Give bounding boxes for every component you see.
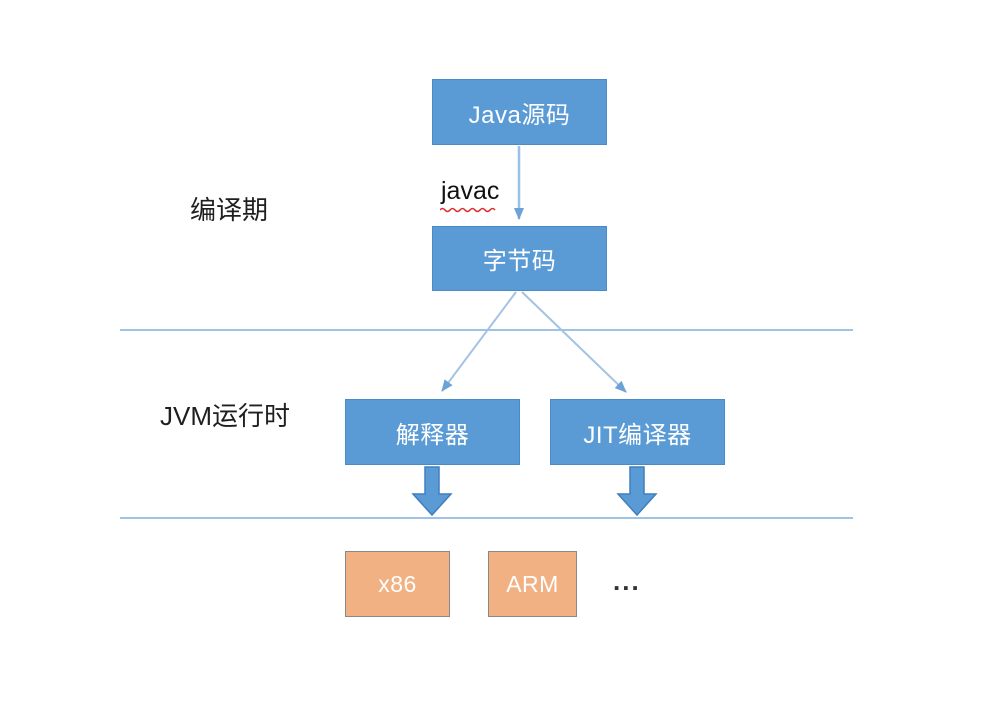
java-source-node: Java源码	[432, 79, 607, 145]
spellcheck-squiggle	[440, 207, 496, 213]
jvm-runtime-phase-label: JVM运行时	[160, 401, 291, 431]
runtime-hardware-separator-line	[120, 517, 853, 519]
javac-edge-label: javac	[441, 177, 500, 205]
x86-node: x86	[345, 551, 450, 617]
arm-node: ARM	[488, 551, 577, 617]
compile-runtime-separator-line	[120, 329, 853, 331]
jit-down-block-arrow	[616, 466, 658, 517]
interpreter-down-block-arrow	[411, 466, 453, 517]
bytecode-to-jit-arrow	[521, 291, 627, 393]
bytecode-to-interpreter-arrow	[441, 291, 517, 392]
interpreter-node: 解释器	[345, 399, 520, 465]
jit-compiler-node: JIT编译器	[550, 399, 725, 465]
bytecode-node: 字节码	[432, 226, 607, 291]
compile-phase-label: 编译期	[190, 195, 269, 225]
more-architectures-ellipsis: ...	[613, 566, 641, 596]
